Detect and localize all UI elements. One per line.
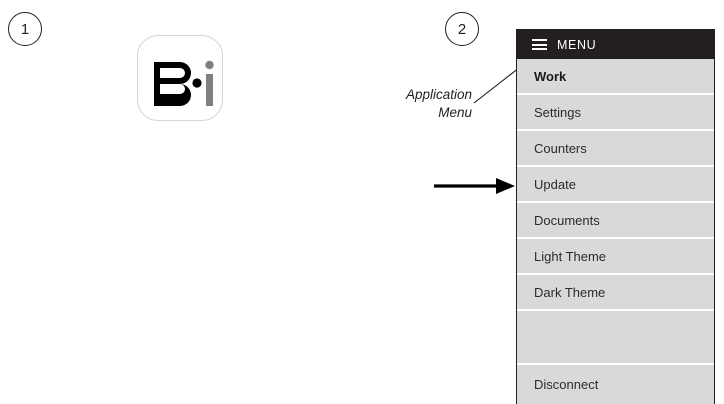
- menu-item-label: Documents: [534, 212, 600, 228]
- step-marker-1-number: 1: [20, 20, 30, 38]
- menu-header-bar[interactable]: MENU: [517, 30, 714, 59]
- menu-item-disconnect[interactable]: Disconnect: [517, 365, 714, 403]
- menu-item-label: Disconnect: [534, 376, 599, 392]
- menu-item-documents[interactable]: Documents: [517, 203, 714, 239]
- menu-item-work[interactable]: Work: [517, 59, 714, 95]
- annotation-application-menu: Application Menu: [372, 86, 472, 122]
- menu-item-label: Light Theme: [534, 248, 607, 264]
- menu-item-update[interactable]: Update: [517, 167, 714, 203]
- menu-item-label: Work: [534, 68, 567, 84]
- hamburger-icon[interactable]: [532, 39, 547, 50]
- menu-item-dark-theme[interactable]: Dark Theme: [517, 275, 714, 311]
- application-menu-panel: MENU Work Settings Counters Update Docum…: [516, 29, 715, 404]
- menu-item-label: Settings: [534, 104, 581, 120]
- app-icon-tile[interactable]: [137, 35, 223, 121]
- step-marker-2: 2: [445, 12, 479, 46]
- app-logo-bi-icon: [154, 60, 214, 106]
- menu-item-spacer: [517, 311, 714, 365]
- menu-item-list: Work Settings Counters Update Documents …: [517, 59, 714, 403]
- menu-item-counters[interactable]: Counters: [517, 131, 714, 167]
- menu-item-label: Counters: [534, 140, 587, 156]
- menu-item-label: Update: [534, 176, 576, 192]
- menu-item-light-theme[interactable]: Light Theme: [517, 239, 714, 275]
- annotation-line-2: Menu: [438, 105, 472, 121]
- annotation-line-1: Application: [405, 87, 472, 102]
- menu-item-settings[interactable]: Settings: [517, 95, 714, 131]
- menu-header-label: MENU: [557, 37, 597, 52]
- step-marker-2-number: 2: [457, 20, 467, 38]
- step-marker-1: 1: [8, 12, 42, 46]
- menu-item-label: Dark Theme: [534, 284, 606, 300]
